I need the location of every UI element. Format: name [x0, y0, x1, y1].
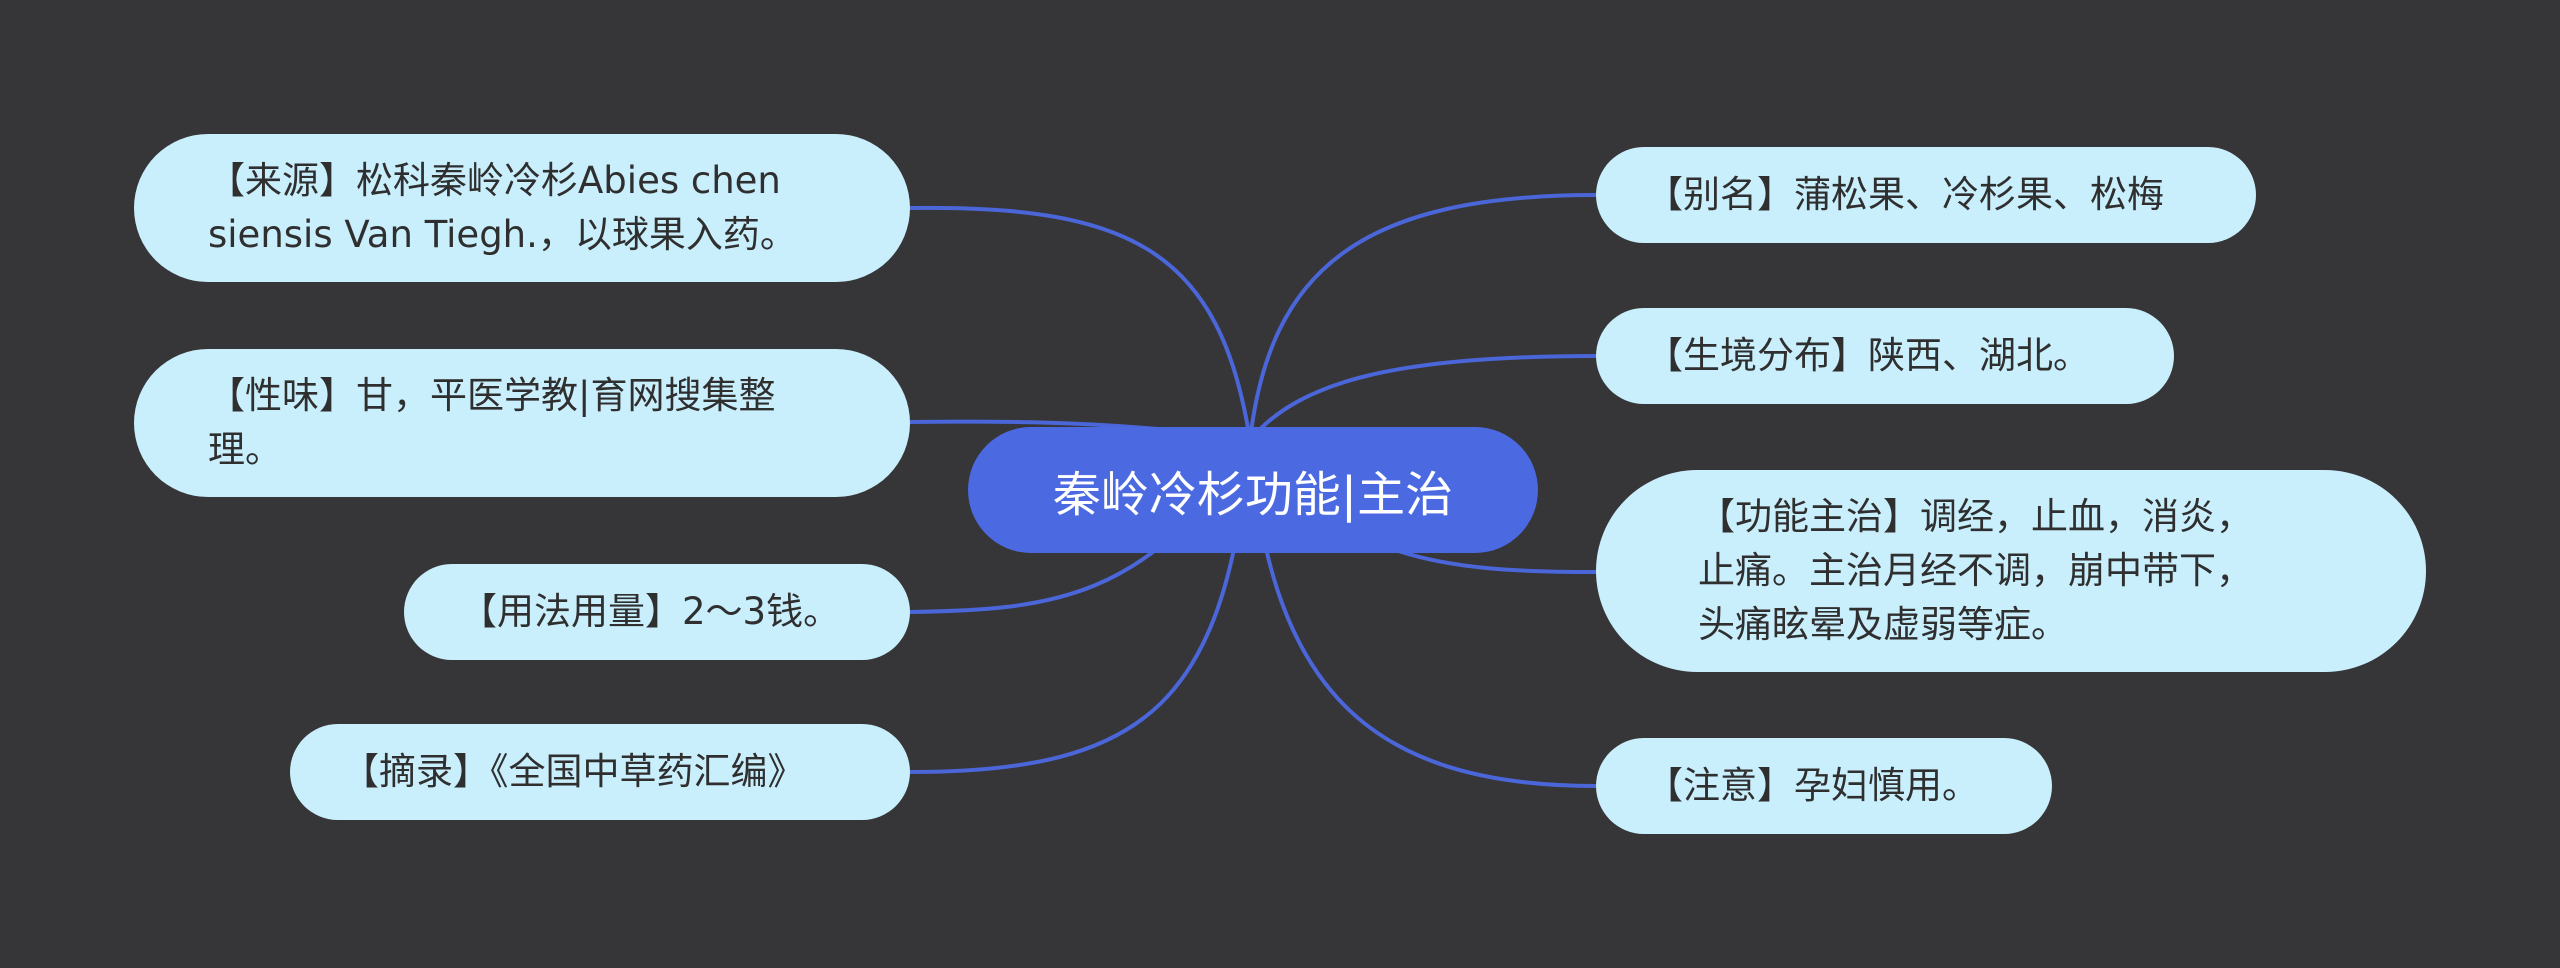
- connector-habitat: [1248, 354, 1598, 442]
- node-excerpt[interactable]: 【摘录】《全国中草药汇编》: [290, 724, 910, 820]
- node-usage-text: 【用法用量】2～3钱。: [460, 590, 841, 633]
- central-topic[interactable]: 秦岭冷杉功能|主治: [968, 427, 1538, 553]
- connector-alias: [1248, 193, 1598, 442]
- node-usage[interactable]: 【用法用量】2～3钱。: [404, 564, 910, 660]
- node-alias[interactable]: 【别名】蒲松果、冷杉果、松梅: [1596, 147, 2256, 243]
- node-alias-text: 【别名】蒲松果、冷杉果、松梅: [1646, 173, 2164, 216]
- node-source[interactable]: 【来源】松科秦岭冷杉Abies chen siensis Van Tiegh.，…: [134, 134, 910, 282]
- node-source-text: 【来源】松科秦岭冷杉Abies chen siensis Van Tiegh.，…: [208, 159, 797, 256]
- node-function-text: 【功能主治】调经，止血，消炎， 止痛。主治月经不调，崩中带下， 头痛眩晕及虚弱等…: [1698, 495, 2253, 646]
- central-topic-text: 秦岭冷杉功能|主治: [1052, 467, 1454, 523]
- node-nature-text: 【性味】甘，平医学教|育网搜集整 理。: [208, 374, 776, 471]
- node-habitat[interactable]: 【生境分布】陕西、湖北。: [1596, 308, 2174, 404]
- node-caution-text: 【注意】孕妇慎用。: [1646, 764, 1979, 807]
- node-excerpt-text: 【摘录】《全国中草药汇编》: [342, 750, 805, 793]
- connector-source: [908, 205, 1252, 442]
- node-habitat-text: 【生境分布】陕西、湖北。: [1646, 334, 2090, 377]
- node-nature[interactable]: 【性味】甘，平医学教|育网搜集整 理。: [134, 349, 910, 497]
- node-function[interactable]: 【功能主治】调经，止血，消炎， 止痛。主治月经不调，崩中带下， 头痛眩晕及虚弱等…: [1596, 470, 2426, 672]
- node-caution[interactable]: 【注意】孕妇慎用。: [1596, 738, 2052, 834]
